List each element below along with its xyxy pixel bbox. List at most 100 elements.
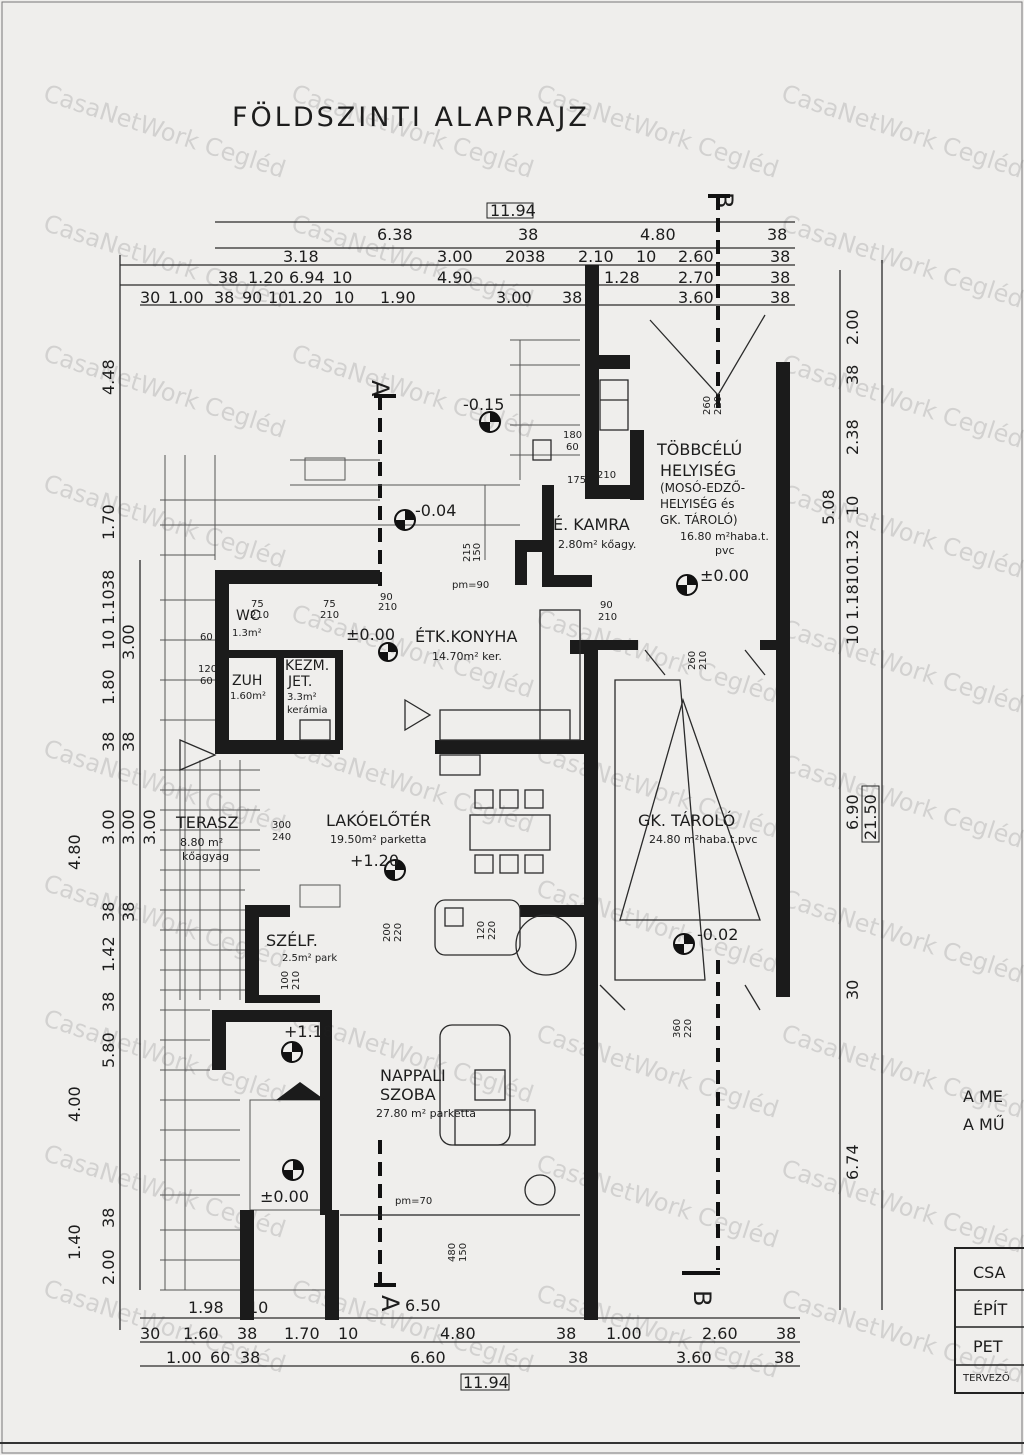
dim-label: 1.00	[168, 288, 204, 307]
svg-text:180: 180	[563, 430, 582, 441]
paving-hatch	[160, 339, 580, 1291]
dim-label: 4.80	[640, 225, 676, 244]
level-markers: -0.15 -0.04 ±0.00 ±0.00 +1.20 +1.18 ±0.0…	[260, 395, 749, 1315]
dim-label: 38	[99, 732, 118, 752]
dim-total-bottom: 11.94	[463, 1373, 509, 1392]
dim-label: 3.18	[283, 247, 319, 266]
svg-text:90: 90	[380, 592, 393, 603]
room-label-szelf: SZÉLF. 2.5m² park	[266, 931, 337, 964]
dim-label: 38	[214, 288, 234, 307]
fixtures	[179, 314, 766, 1206]
svg-text:90: 90	[600, 600, 613, 611]
dim-label: 6.90	[843, 794, 862, 830]
dim-label: 10	[843, 625, 862, 645]
dim-label: 10	[334, 288, 354, 307]
svg-text:TERASZ: TERASZ	[175, 813, 238, 832]
dim-label: 3.60	[678, 288, 714, 307]
walls	[212, 265, 790, 1320]
svg-text:480: 480	[447, 1243, 458, 1262]
svg-text:360: 360	[672, 1019, 683, 1038]
svg-text:GK. TÁROLÓ: GK. TÁROLÓ	[638, 811, 735, 830]
dim-label: 1.28	[604, 268, 640, 287]
svg-text:120: 120	[198, 664, 217, 675]
svg-text:HELYISÉG és: HELYISÉG és	[660, 496, 735, 511]
right-dimensions: 2.00 38 2.38 5.08 10 1.32 10 1.18 10 6.9…	[819, 260, 883, 1310]
left-dimensions: 4.48 1.70 38 1.10 10 3.00 1.80 38 4.80 3…	[65, 255, 159, 1330]
dim-label: 1.00	[606, 1324, 642, 1343]
dim-total-right: 21.50	[861, 794, 880, 840]
svg-text:1.60m²: 1.60m²	[230, 691, 266, 702]
svg-text:3.3m²: 3.3m²	[287, 692, 317, 703]
svg-text:1.3m²: 1.3m²	[232, 628, 262, 639]
svg-text:pvc: pvc	[715, 544, 735, 557]
svg-text:kőagyag: kőagyag	[182, 850, 229, 863]
level-value: -0.04	[415, 501, 456, 520]
svg-text:210: 210	[698, 651, 709, 670]
dim-label: 38	[770, 288, 790, 307]
svg-text:16.80 m²haba.t.: 16.80 m²haba.t.	[680, 530, 769, 543]
level-value: 6.50	[405, 1296, 441, 1315]
svg-text:75: 75	[251, 599, 264, 610]
dim-label: 38	[562, 288, 582, 307]
svg-text:150: 150	[472, 543, 483, 562]
dim-label: 38	[843, 365, 862, 385]
title-block-row: TERVEZŐ	[962, 1370, 1010, 1384]
dim-label: 1.90	[380, 288, 416, 307]
dim-label: 38	[525, 247, 545, 266]
dim-label: 1.20	[287, 288, 323, 307]
dim-label: 2.00	[843, 309, 862, 345]
svg-text:kerámia: kerámia	[287, 704, 327, 716]
dim-label: 2.60	[702, 1324, 738, 1343]
svg-text:60: 60	[200, 632, 213, 643]
svg-text:24.80 m²haba.t.pvc: 24.80 m²haba.t.pvc	[649, 833, 757, 846]
svg-text:210: 210	[291, 971, 302, 990]
level-value: +1.20	[350, 851, 399, 870]
dim-label: 2.70	[678, 268, 714, 287]
room-label-kamra: É. KAMRA 2.80m² kőagy.	[553, 515, 636, 551]
dim-label: 10	[99, 630, 118, 650]
dim-label: 90	[242, 288, 262, 307]
dim-label: 3.00	[119, 809, 138, 845]
svg-text:260: 260	[702, 396, 713, 415]
dim-label: 38	[99, 992, 118, 1012]
dim-label: 1.00	[166, 1348, 202, 1367]
side-note-text: A ME	[963, 1087, 1003, 1106]
dim-label: 10	[338, 1324, 358, 1343]
level-marker-icon	[281, 1041, 303, 1063]
svg-text:210: 210	[320, 610, 339, 621]
svg-text:NAPPALI: NAPPALI	[380, 1066, 446, 1085]
svg-text:2.80m² kőagy.: 2.80m² kőagy.	[558, 538, 636, 551]
dim-label: 1.18	[843, 584, 862, 620]
level-marker-icon	[378, 642, 398, 662]
level-marker-icon	[384, 859, 406, 881]
dim-total-top: 11.94	[490, 201, 536, 220]
room-label-wc: WC 1.3m²	[232, 608, 262, 639]
title-block: CSA ÉPÍT PET TERVEZŐ	[954, 1247, 1024, 1394]
svg-text:215: 215	[462, 543, 473, 562]
dim-label: 20	[505, 247, 525, 266]
room-label-nappali: NAPPALI SZOBA 27.80 m² parketta	[376, 1066, 476, 1120]
section-label-b-bottom: B	[688, 1290, 716, 1306]
svg-text:210: 210	[598, 612, 617, 623]
svg-text:JET.: JET.	[287, 674, 312, 690]
dim-label: 38	[770, 247, 790, 266]
section-marks: B A A B	[366, 192, 738, 1312]
dim-label: 5.08	[819, 489, 838, 525]
dim-label: 4.48	[99, 359, 118, 395]
svg-text:220: 220	[683, 1019, 694, 1038]
dim-label: 2.38	[843, 419, 862, 455]
dim-label: 38	[770, 268, 790, 287]
dim-label: 3.00	[437, 247, 473, 266]
dim-label: 38	[776, 1324, 796, 1343]
svg-text:100: 100	[280, 971, 291, 990]
dim-label: 5.80	[99, 1032, 118, 1068]
svg-text:HELYISÉG: HELYISÉG	[660, 461, 736, 480]
dim-label: 10	[843, 565, 862, 585]
svg-text:210: 210	[378, 602, 397, 613]
svg-text:É. KAMRA: É. KAMRA	[553, 515, 630, 534]
stair-arrow-icon	[276, 1082, 325, 1100]
dim-label: 38	[767, 225, 787, 244]
level-marker-icon	[673, 933, 695, 955]
dim-label: 38	[218, 268, 238, 287]
room-label-gktarolo: GK. TÁROLÓ 24.80 m²haba.t.pvc	[638, 811, 757, 846]
